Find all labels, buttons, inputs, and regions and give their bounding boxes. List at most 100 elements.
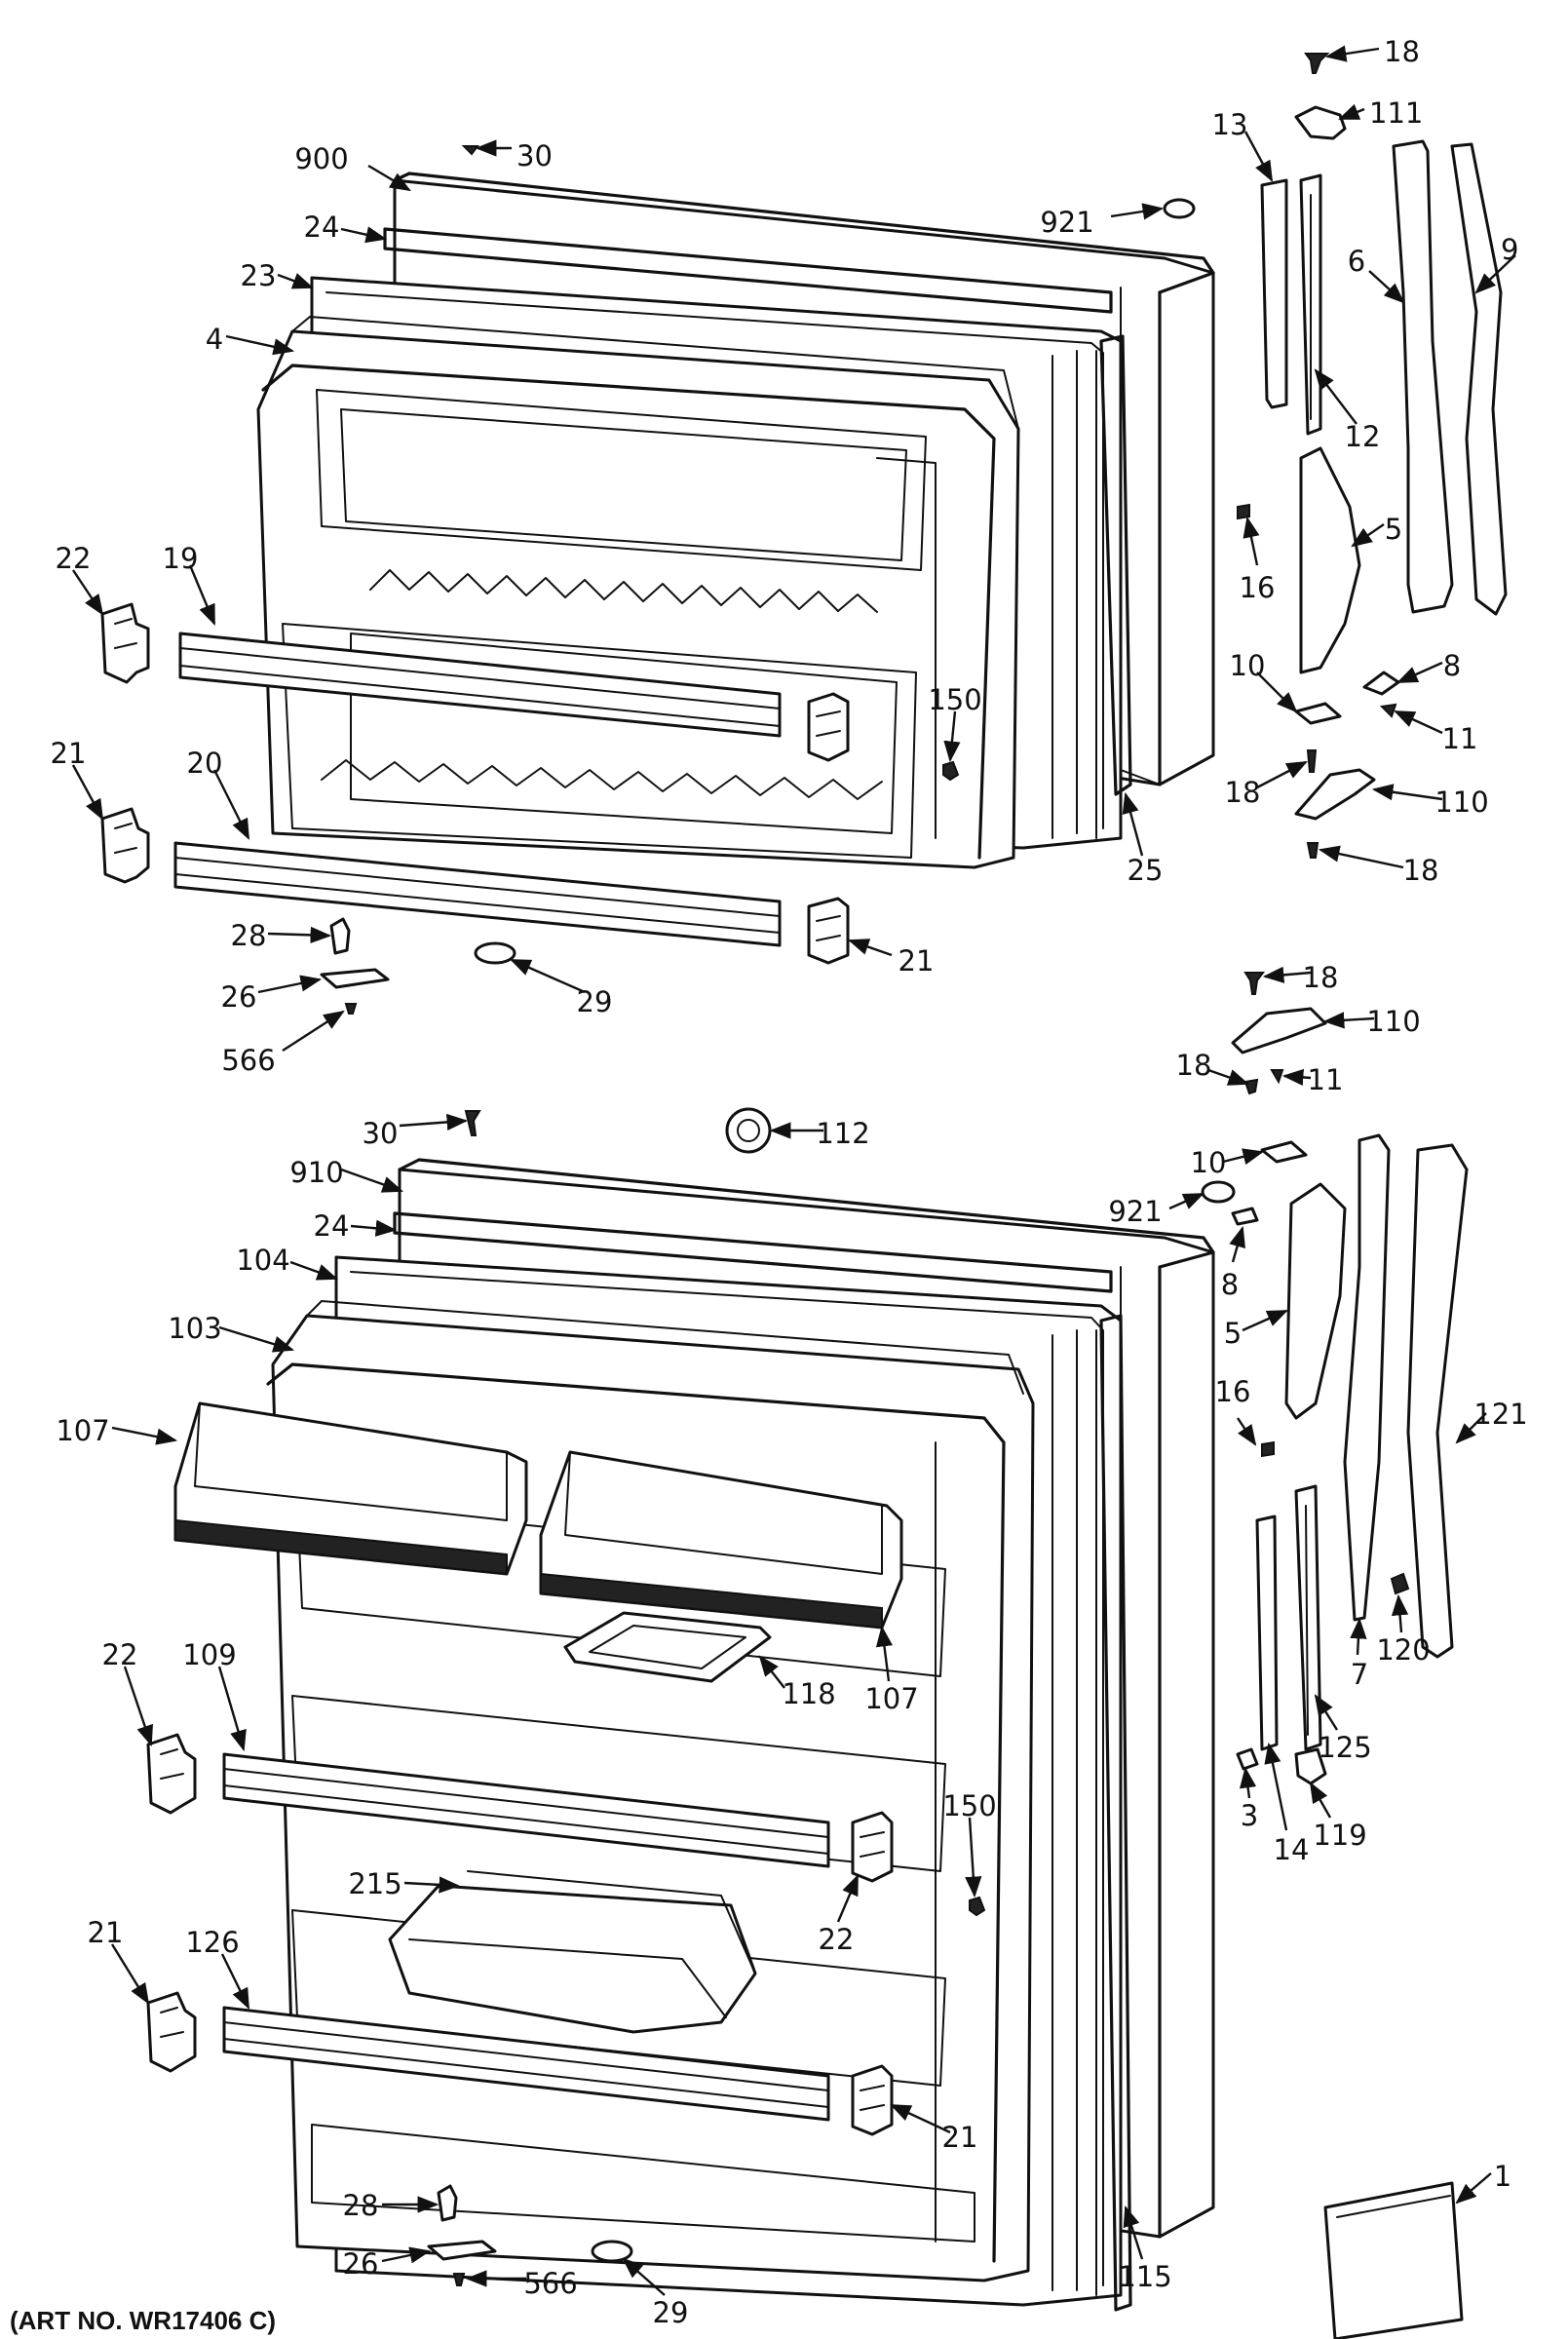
callout-label: 109 <box>182 1638 236 1671</box>
fresh-food-handle-trim-121 <box>1406 1143 1469 1659</box>
freezer-screw-30 <box>461 145 479 156</box>
callout-label: 22 <box>102 1638 138 1671</box>
freezer-part-28 <box>329 917 351 955</box>
leader-line <box>1110 203 1165 220</box>
fresh-food-part-8 <box>1231 1207 1259 1226</box>
leader-line <box>188 564 216 626</box>
callout-label: 5 <box>1224 1317 1242 1350</box>
fresh-food-screw-18-mid <box>1243 1078 1259 1095</box>
leader-line <box>1240 1766 1257 1799</box>
leader-line <box>836 1874 860 1923</box>
leader-line <box>1264 1742 1288 1831</box>
fresh-food-shelf-support-22-right <box>851 1811 894 1883</box>
callout-label: 30 <box>516 139 553 173</box>
callout-label: 18 <box>1403 854 1439 887</box>
leader-line <box>875 1625 894 1682</box>
freezer-shelf-bar-lower <box>173 841 782 947</box>
fresh-food-plug-921 <box>1201 1180 1236 1204</box>
callout-label: 8 <box>1443 649 1461 682</box>
callout-label: 7 <box>1351 1658 1368 1691</box>
callout-label: 107 <box>56 1414 109 1447</box>
freezer-screw-566 <box>344 1003 358 1015</box>
leader-line <box>1256 760 1308 789</box>
callout-label: 22 <box>56 542 92 575</box>
fresh-food-screw-18-top <box>1243 972 1265 995</box>
callout-label: 26 <box>343 2247 379 2281</box>
callout-label: 110 <box>1434 786 1488 819</box>
leader-line <box>367 164 411 192</box>
leader-line <box>1122 791 1144 857</box>
callout-label: 3 <box>1241 1799 1258 1832</box>
freezer-shelf-support-22-left <box>100 602 150 684</box>
fresh-food-plug-112 <box>725 1107 772 1154</box>
freezer-screw-150 <box>942 760 960 782</box>
callout-label: 4 <box>206 323 223 356</box>
fresh-food-door-bin-107-left <box>173 1401 528 1576</box>
callout-label: 30 <box>363 1117 399 1150</box>
callout-label: 22 <box>819 1923 855 1956</box>
leader-line <box>212 769 250 840</box>
callout-label: 29 <box>577 985 613 1018</box>
freezer-screw-18-top <box>1304 53 1330 74</box>
freezer-side-gasket-strip <box>1099 334 1132 796</box>
leader-line <box>277 273 315 289</box>
callout-label: 121 <box>1473 1398 1527 1431</box>
freezer-plug-921 <box>1163 198 1196 219</box>
leader-line <box>1222 1148 1265 1166</box>
freezer-handle-bar-6 <box>1392 139 1454 614</box>
callout-label: 20 <box>187 747 223 780</box>
fresh-food-screw-120 <box>1390 1572 1410 1595</box>
freezer-door-assembly <box>100 53 1508 1015</box>
leader-line <box>1351 523 1385 548</box>
callout-label: 118 <box>782 1677 835 1710</box>
leader-line <box>217 1666 247 1752</box>
leader-line <box>111 1426 178 1445</box>
callout-label: 120 <box>1376 1633 1430 1667</box>
callout-label: 14 <box>1274 1833 1310 1866</box>
callout-label: 921 <box>1108 1195 1162 1228</box>
leader-line <box>1322 1012 1375 1029</box>
callout-label: 921 <box>1040 206 1093 239</box>
leader-line <box>267 926 332 944</box>
leader-line <box>1318 845 1404 869</box>
leader-line <box>1391 1593 1409 1633</box>
leader-line <box>1168 1192 1205 1210</box>
freezer-screw-11 <box>1379 703 1397 718</box>
freezer-screw-18-mid <box>1306 749 1318 773</box>
leader-line <box>1314 1694 1339 1731</box>
freezer-hinge-plate-26 <box>320 968 390 989</box>
fresh-food-screw-30 <box>464 1110 481 1136</box>
freezer-part-111 <box>1294 105 1347 140</box>
leader-line <box>220 1953 250 2010</box>
freezer-shelf-support-21-right <box>807 897 850 965</box>
freezer-shelf-support-22-right <box>807 692 850 762</box>
fresh-food-part-3 <box>1236 1747 1259 1771</box>
callout-label: 566 <box>221 1044 275 1077</box>
callout-label: 566 <box>523 2267 577 2300</box>
freezer-hinge-110 <box>1294 768 1376 821</box>
leader-line <box>381 2246 432 2264</box>
leader-line <box>218 1325 295 1353</box>
fresh-food-cap-29 <box>591 2240 633 2263</box>
leader-line <box>340 226 388 244</box>
fresh-food-shelf-bar-109 <box>222 1752 830 1868</box>
callout-label: 104 <box>236 1244 289 1277</box>
freezer-cap-29 <box>474 941 516 965</box>
booklet-1 <box>1323 2181 1464 2339</box>
leader-line <box>622 2257 666 2296</box>
callout-label: 111 <box>1369 96 1423 130</box>
leader-line <box>403 1876 461 1894</box>
callout-label: 21 <box>88 1916 124 1949</box>
callout-label: 112 <box>816 1117 869 1150</box>
callout-label: 21 <box>899 944 935 978</box>
callout-label: 24 <box>304 211 340 244</box>
callout-label: 28 <box>231 919 267 952</box>
freezer-part-8 <box>1362 671 1400 696</box>
callout-label: 11 <box>1308 1063 1344 1096</box>
leader-line <box>110 1943 150 2005</box>
freezer-screw-18-low <box>1306 842 1319 859</box>
fresh-food-shelf-support-21-right <box>851 2064 894 2136</box>
callout-label: 28 <box>343 2189 379 2222</box>
